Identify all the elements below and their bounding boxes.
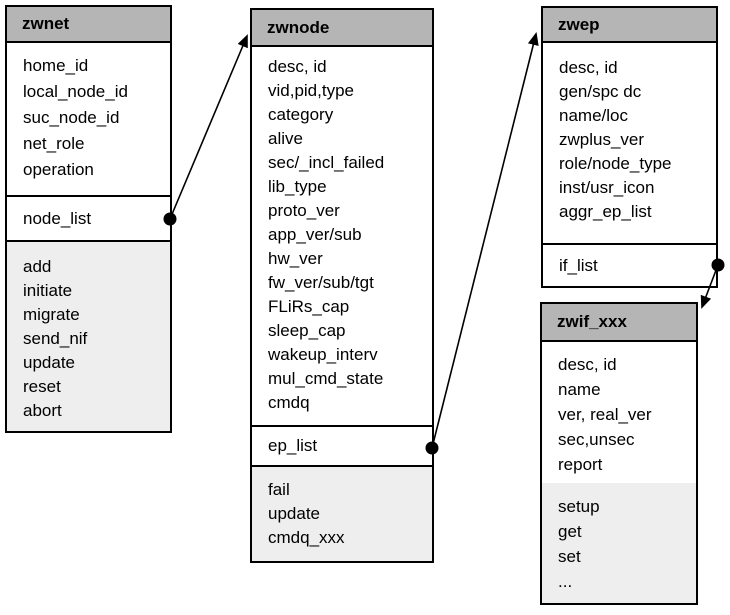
attribute-label: name xyxy=(558,380,601,399)
operation-label: set xyxy=(558,547,581,566)
attribute-label: net_role xyxy=(23,134,85,153)
operation-label: cmdq_xxx xyxy=(268,528,345,547)
attribute-label: name/loc xyxy=(559,106,628,125)
association-line xyxy=(169,34,248,220)
attribute-label: alive xyxy=(268,129,303,148)
attribute-label: inst/usr_icon xyxy=(559,178,655,197)
operation-label: get xyxy=(558,522,582,541)
operation-label: setup xyxy=(558,497,600,516)
operation-label: fail xyxy=(268,480,290,499)
attribute-label: category xyxy=(268,105,334,124)
attribute-label: report xyxy=(558,455,603,474)
operations-section-zwnode: fail update cmdq_xxx xyxy=(252,467,432,561)
attribute-label: hw_ver xyxy=(268,249,323,268)
attribute-label: ver, real_ver xyxy=(558,405,652,424)
attribute-label: mul_cmd_state xyxy=(268,369,384,388)
attribute-label: home_id xyxy=(23,56,89,75)
attribute-label: vid,pid,type xyxy=(268,81,354,100)
operation-label: update xyxy=(268,504,320,523)
class-box-zwep: zwep desc, id gen/spc dc name/loc zwplus_ve… xyxy=(541,6,718,288)
operation-label: update xyxy=(23,353,75,372)
attribute-label: FLiRs_cap xyxy=(268,297,350,316)
attribute-label: gen/spc dc xyxy=(559,82,642,101)
attribute-label: sec,unsec xyxy=(558,430,635,449)
class-title-zwnet: zwnet xyxy=(7,7,170,43)
attribute-label: proto_ver xyxy=(268,201,340,220)
connection-zwnode-zwep xyxy=(425,32,539,455)
operation-label: abort xyxy=(23,401,62,420)
operation-label: reset xyxy=(23,377,61,396)
attribute-label: cmdq xyxy=(268,393,310,412)
class-box-zwif-xxx: zwif_xxx desc, id name ver, real_ver sec,un… xyxy=(540,302,698,605)
attribute-label: role/node_type xyxy=(559,154,672,173)
attribute-label: desc, id xyxy=(268,57,327,76)
operation-label: ... xyxy=(558,572,573,591)
operation-label: migrate xyxy=(23,305,80,324)
attribute-label: local_node_id xyxy=(23,82,128,101)
class-title-zwif-xxx: zwif_xxx xyxy=(542,304,696,342)
class-title-zwep: zwep xyxy=(543,8,716,43)
attribute-label: fw_ver/sub/tgt xyxy=(268,273,374,292)
list-field-row-zwnode: ep_list xyxy=(252,425,432,467)
attribute-label: operation xyxy=(23,160,94,179)
attribute-label: sleep_cap xyxy=(268,321,346,340)
list-field-label: if_list xyxy=(559,255,598,275)
attribute-label: wakeup_interv xyxy=(268,345,378,364)
operation-label: add xyxy=(23,257,52,276)
attribute-label: lib_type xyxy=(268,177,327,196)
list-field-row-zwnet: node_list xyxy=(7,195,170,242)
association-line xyxy=(431,32,539,449)
attribute-label: suc_node_id xyxy=(23,108,120,127)
list-field-label: node_list xyxy=(23,208,92,228)
attribute-label: aggr_ep_list xyxy=(559,202,652,221)
operation-label: initiate xyxy=(23,281,73,300)
attribute-label: app_ver/sub xyxy=(268,225,362,244)
class-box-zwnode: zwnode desc, id vid,pid,type category alive… xyxy=(250,8,434,563)
attributes-section-zwif-xxx: desc, id name ver, real_ver sec,unsec report xyxy=(542,342,696,483)
class-title-zwnode: zwnode xyxy=(252,10,432,47)
attribute-label: desc, id xyxy=(558,355,617,374)
list-field-row-zwep: if_list xyxy=(543,243,716,286)
attribute-label: desc, id xyxy=(559,58,618,77)
attributes-section-zwnode: desc, id vid,pid,type category alive sec/_in… xyxy=(252,47,432,425)
operation-label: send_nif xyxy=(23,329,88,348)
list-field-label: ep_list xyxy=(268,436,318,455)
operations-section-zwif-xxx: setup get set... xyxy=(542,483,696,603)
connection-zwnet-zwnode xyxy=(163,34,248,226)
attribute-label: sec/_incl_failed xyxy=(268,153,385,172)
attribute-label: zwplus_ver xyxy=(559,130,645,149)
